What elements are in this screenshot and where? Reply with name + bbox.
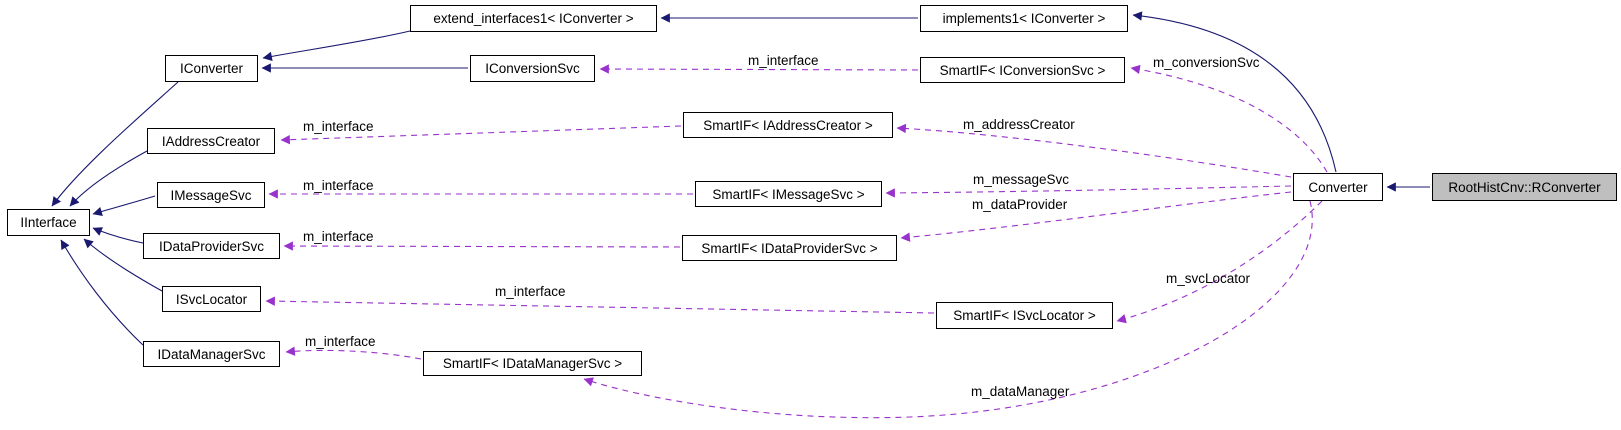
node-smartif-idatamanagersvc[interactable]: SmartIF< IDataManagerSvc > [423, 351, 642, 376]
edge-smartifidataprovidersvc-idataprovidersvc [283, 241, 681, 251]
node-smartif-imessagesvc[interactable]: SmartIF< IMessageSvc > [695, 181, 882, 207]
edge-idataprovidersvc-iinterface [92, 227, 144, 244]
edge-label-m-interface-addresscreator: m_interface [303, 119, 374, 134]
node-smartif-isvclocator[interactable]: SmartIF< ISvcLocator > [936, 302, 1113, 329]
node-iaddresscreator[interactable]: IAddressCreator [147, 128, 275, 154]
edge-label-m-interface-messagesvc: m_interface [303, 178, 374, 193]
edge-extendinterfaces1-iconverter [262, 30, 411, 61]
edge-label-m-datamanager: m_dataManager [971, 384, 1070, 399]
edge-converter-smartifaddresscreator [896, 123, 1292, 178]
edge-label-m-svclocator: m_svcLocator [1166, 271, 1251, 286]
node-idatamanagersvc[interactable]: IDataManagerSvc [143, 341, 280, 367]
node-implements1[interactable]: implements1< IConverter > [920, 5, 1128, 32]
node-iconverter[interactable]: IConverter [165, 55, 258, 82]
edge-label-m-interface-conversionsvc: m_interface [748, 53, 819, 68]
edge-smartifidatamanagersvc-idatamanagersvc [285, 346, 422, 360]
edge-smartifaddresscreator-iaddresscreator [280, 125, 682, 145]
edge-smartifisvclocator-isvclocator [265, 296, 935, 314]
node-smartif-iconversionsvc[interactable]: SmartIF< IConversionSvc > [920, 57, 1125, 83]
edge-label-m-interface-svclocator: m_interface [495, 284, 566, 299]
edge-iconverter-iinterface [51, 81, 179, 207]
edge-converter-smartifconversionsvc [1130, 64, 1328, 173]
node-smartif-iaddresscreator[interactable]: SmartIF< IAddressCreator > [683, 112, 893, 138]
edge-label-m-addresscreator: m_addressCreator [963, 117, 1075, 132]
node-iinterface[interactable]: IInterface [7, 209, 90, 236]
edge-smartifconversionsvc-iconversionsvc [599, 64, 919, 74]
node-isvclocator[interactable]: ISvcLocator [162, 286, 261, 312]
edge-label-m-conversionsvc: m_conversionSvc [1153, 55, 1260, 70]
node-iconversionsvc[interactable]: IConversionSvc [470, 55, 595, 82]
node-imessagesvc[interactable]: IMessageSvc [157, 182, 265, 208]
edge-iaddresscreator-iinterface [69, 150, 148, 207]
edge-converter-smartifidataprovidersvc [900, 191, 1292, 242]
edge-idatamanagersvc-iinterface [60, 239, 144, 346]
edge-isvclocator-iinterface [83, 238, 163, 292]
edge-label-m-messagesvc: m_messageSvc [973, 172, 1070, 187]
edge-imessagesvc-iinterface [92, 195, 156, 216]
node-extend-interfaces1[interactable]: extend_interfaces1< IConverter > [410, 5, 657, 32]
edge-converter-smartifimessagesvc [885, 185, 1292, 198]
edge-label-m-interface-datamanagersvc: m_interface [305, 334, 376, 349]
node-rconverter-focus: RootHistCnv::RConverter [1432, 173, 1617, 201]
edge-label-m-interface-dataprovidersvc: m_interface [303, 229, 374, 244]
edge-converter-implements1 [1132, 11, 1337, 173]
node-idataprovidersvc[interactable]: IDataProviderSvc [143, 233, 280, 259]
edge-converter-smartifisvclocator [1116, 200, 1323, 324]
node-smartif-idataprovidersvc[interactable]: SmartIF< IDataProviderSvc > [682, 235, 897, 261]
node-converter[interactable]: Converter [1293, 173, 1383, 201]
edge-label-m-dataprovider: m_dataProvider [972, 197, 1068, 212]
edge-converter-smartifidatamanagersvc [583, 200, 1313, 419]
